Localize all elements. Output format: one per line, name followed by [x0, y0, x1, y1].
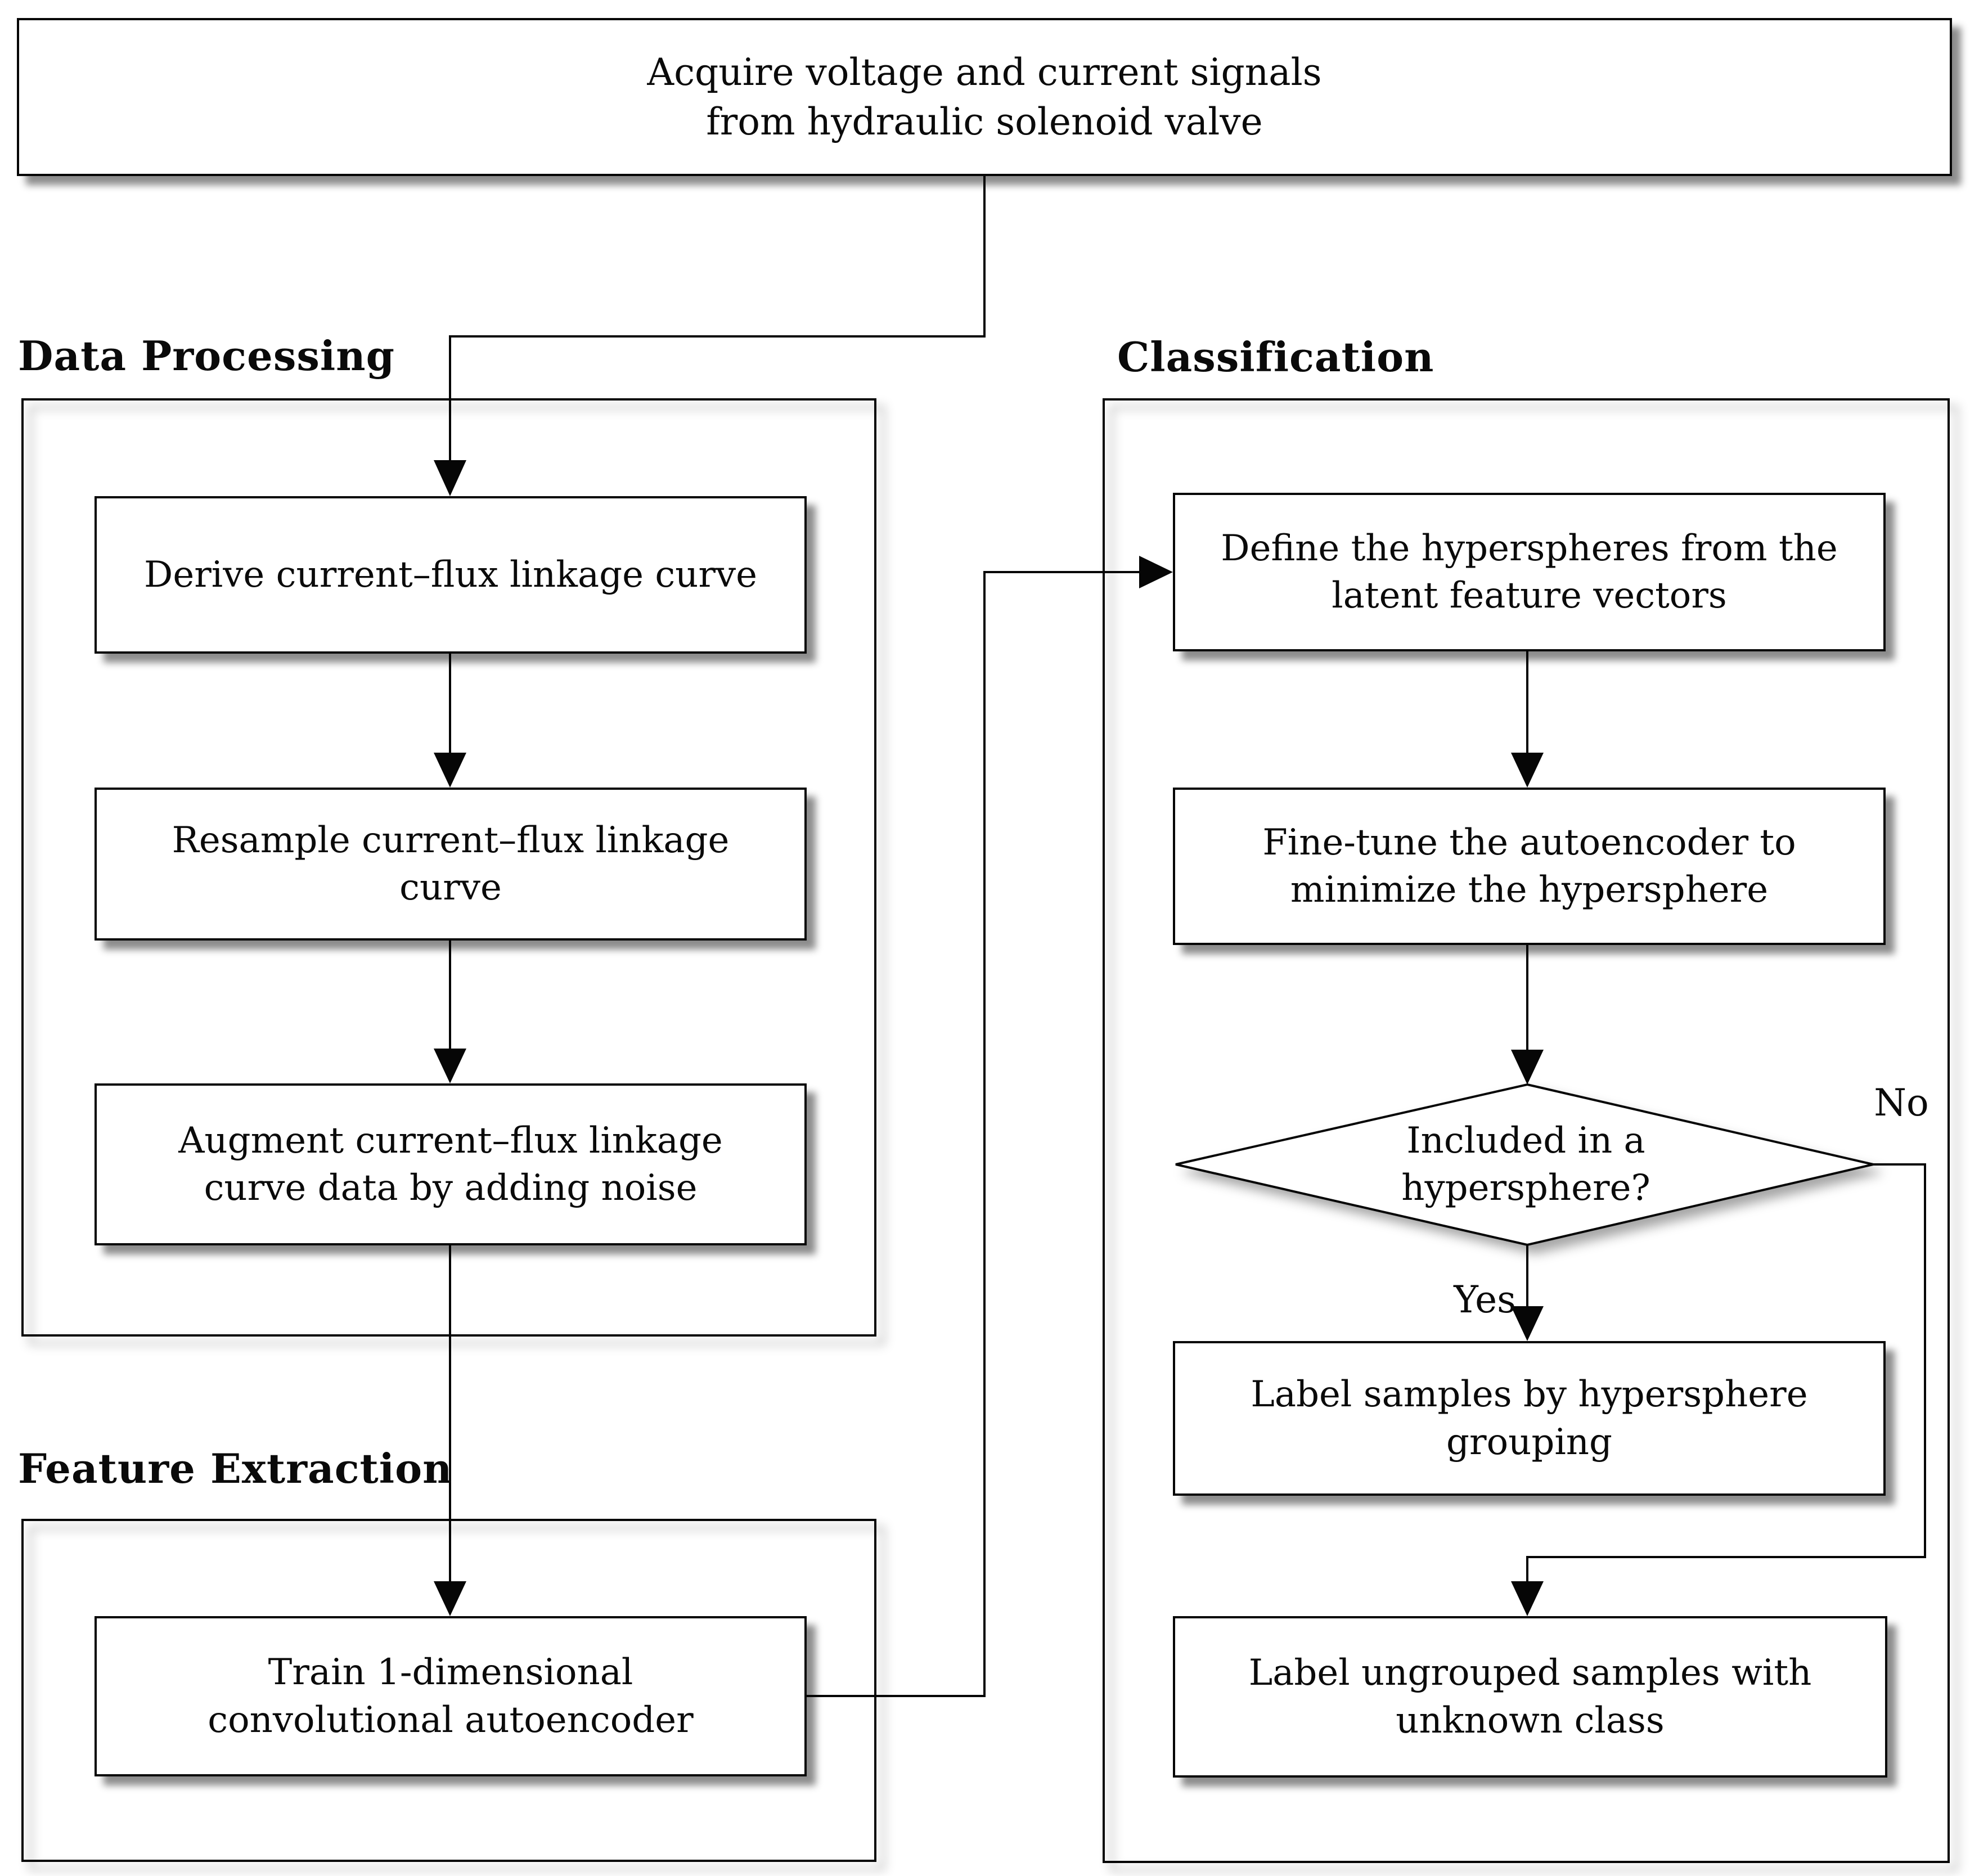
node-define-hyperspheres: Define the hyperspheres from the latent …	[1173, 493, 1886, 651]
node-derive-curve: Derive current–flux linkage curve	[95, 496, 807, 654]
edge-label-yes: Yes	[1454, 1278, 1516, 1321]
edge-label-no: No	[1874, 1081, 1929, 1124]
heading-feature-extraction: Feature Extraction	[18, 1445, 453, 1492]
node-label-samples-grouped: Label samples by hypersphere grouping	[1173, 1341, 1886, 1496]
node-acquire-signals: Acquire voltage and current signals from…	[17, 18, 1952, 176]
node-train-autoencoder: Train 1-dimensional convolutional autoen…	[95, 1616, 807, 1776]
node-finetune-autoencoder: Fine-tune the autoencoder to minimize th…	[1173, 788, 1886, 945]
node-label-samples-ungrouped: Label ungrouped samples with unknown cla…	[1173, 1616, 1887, 1778]
heading-data-processing: Data Processing	[18, 332, 395, 380]
node-augment-data: Augment current–flux linkage curve data …	[95, 1083, 807, 1245]
node-resample-curve: Resample current–flux linkage curve	[95, 788, 807, 941]
decision-included-in-hypersphere: Included in a hypersphere?	[1401, 1119, 1650, 1209]
heading-classification: Classification	[1117, 333, 1434, 381]
